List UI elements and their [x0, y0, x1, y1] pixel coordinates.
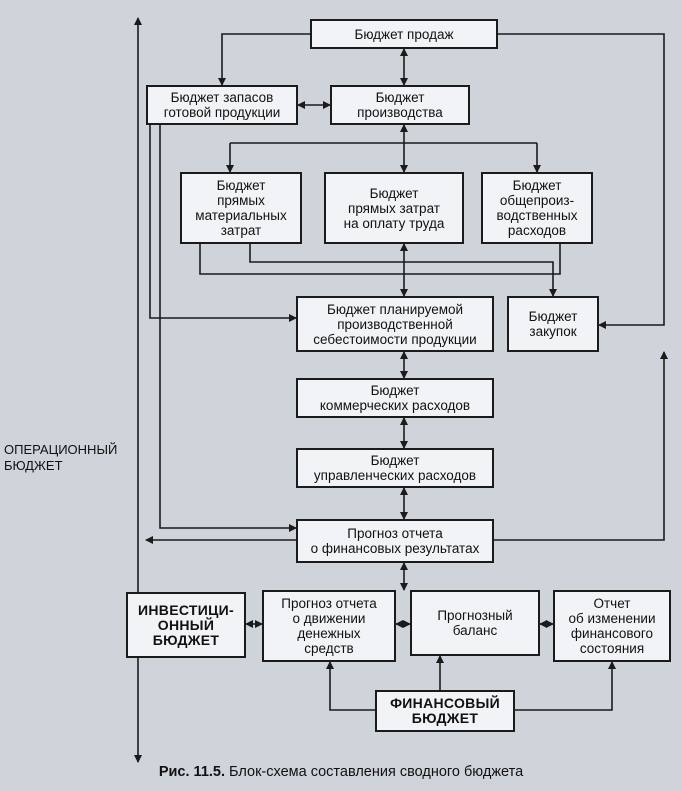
cash-flow-forecast-node: Прогноз отчета о движении денежных средс… — [262, 590, 396, 662]
direct-materials-to-cost-of-goods — [199, 244, 404, 275]
financial-budget-to-cash-flow — [326, 661, 375, 711]
caption-text: Блок-схема составления сводного бюджета — [229, 764, 524, 780]
forecast-balance-node: Прогнозный баланс — [410, 590, 540, 656]
inventory-to-cost-of-goods — [149, 125, 297, 322]
caption-number: Рис. 11.5. — [158, 764, 225, 780]
inventory-budget-node: Бюджет запасов готовой продукции — [146, 85, 298, 125]
direct-materials-to-purchases — [249, 244, 557, 297]
operating-budget-label: ОПЕРАЦИОННЫЙ БЮДЖЕТ — [4, 442, 130, 474]
financial-position-report-node: Отчет об изменении финансового состояния — [553, 590, 671, 662]
overhead-budget-node: Бюджет общепроиз- водственных расходов — [481, 172, 593, 244]
sales-to-inventory — [218, 33, 310, 86]
admin-expenses-budget-node: Бюджет управленческих расходов — [296, 448, 494, 488]
cost-of-goods-budget-node: Бюджет планируемой производственной себе… — [296, 296, 494, 352]
figure-caption: Рис. 11.5. Блок-схема составления сводно… — [0, 764, 682, 780]
financial-budget-to-position — [515, 661, 616, 711]
income-statement-to-purchases — [494, 351, 668, 541]
production-budget-node: Бюджет производства — [330, 85, 470, 125]
overhead-to-cost-of-goods — [404, 244, 561, 275]
sales-to-purchases-loop — [498, 33, 665, 329]
selling-expenses-budget-node: Бюджет коммерческих расходов — [296, 378, 494, 418]
direct-materials-budget-node: Бюджет прямых материальных затрат — [180, 172, 302, 244]
financial-budget-node: ФИНАНСОВЫЙ БЮДЖЕТ — [375, 690, 515, 732]
sales-budget-node: Бюджет продаж — [310, 19, 498, 49]
income-statement-forecast-node: Прогноз отчета о финансовых результатах — [296, 519, 494, 563]
purchases-budget-node: Бюджет закупок — [507, 296, 599, 352]
direct-labor-budget-node: Бюджет прямых затрат на оплату труда — [324, 172, 464, 244]
investment-budget-node: ИНВЕСТИЦИ- ОННЫЙ БЮДЖЕТ — [126, 592, 246, 658]
inventory-to-income-statement — [159, 125, 297, 532]
